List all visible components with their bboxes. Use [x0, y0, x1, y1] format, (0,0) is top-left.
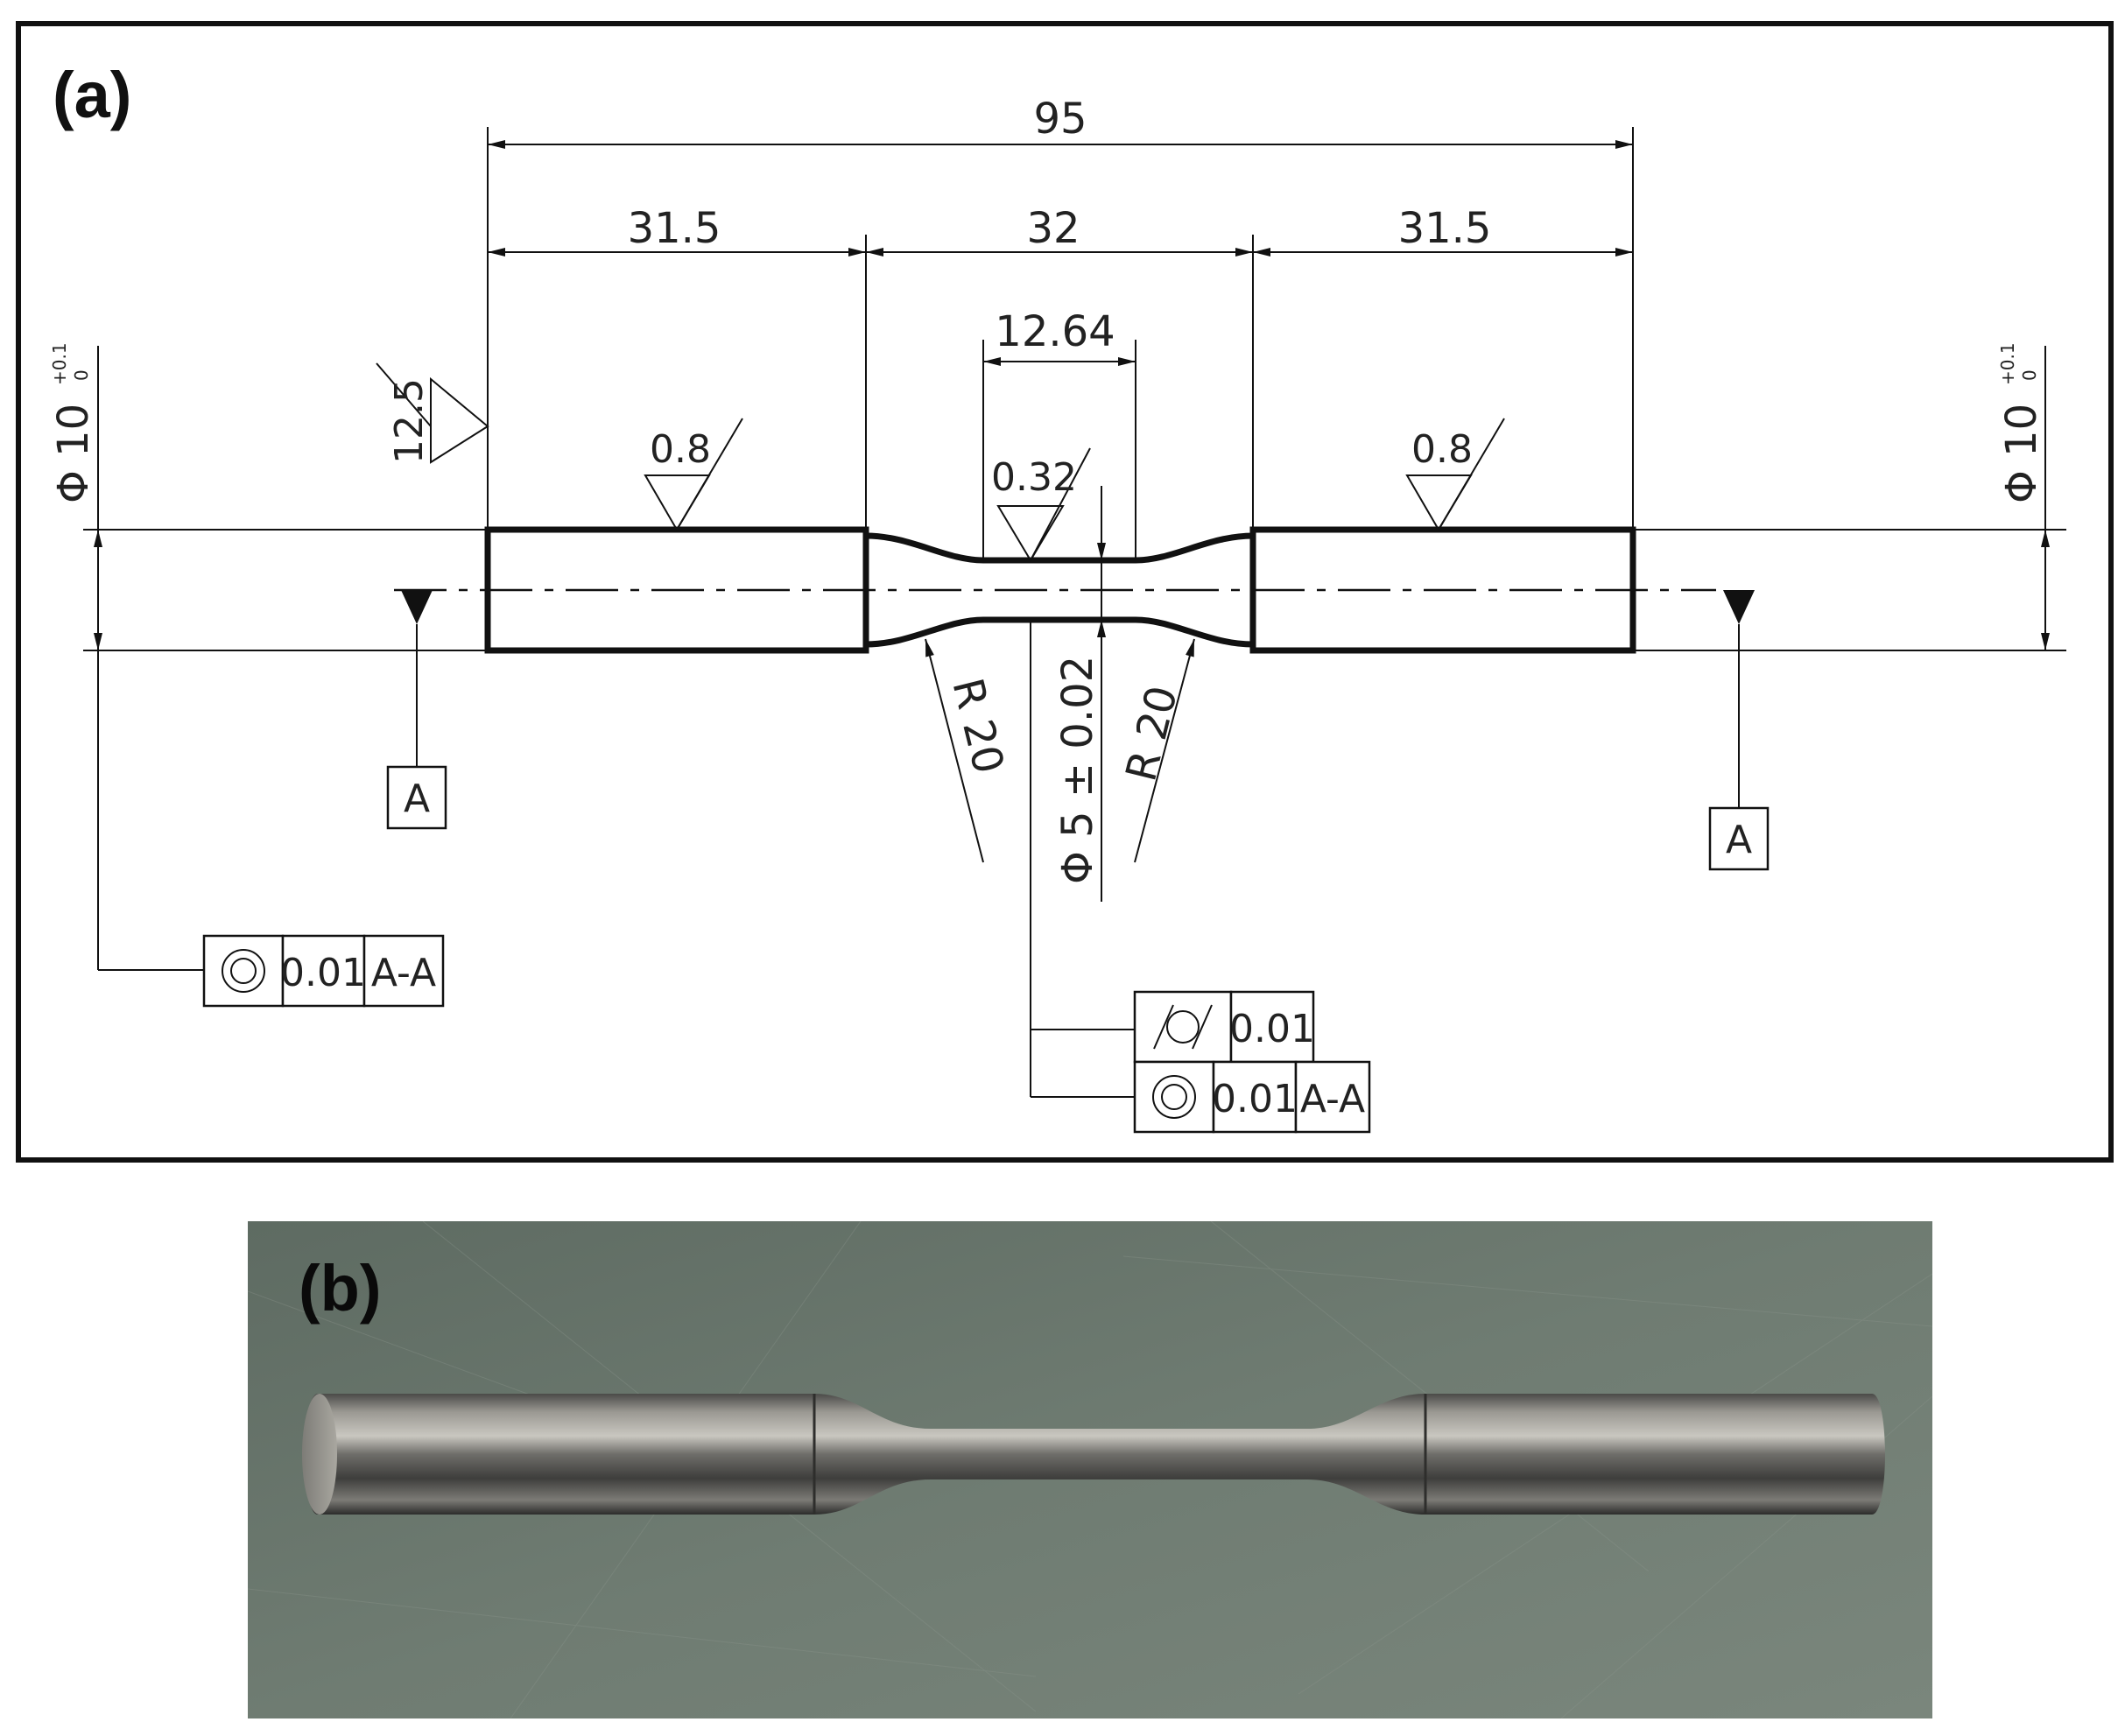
gauge-diameter-dimension: Φ 5 ± 0.02	[1030, 486, 1106, 1097]
left-diameter-tol-lower: 0	[71, 369, 92, 381]
specimen-body	[305, 1394, 1885, 1515]
right-diameter-dimension: Φ 10 +0.1 0	[1633, 342, 2066, 651]
center-concentricity-frame: 0.01 A-A	[1031, 1060, 1371, 1134]
surface-finish-right-text: 0.8	[1411, 427, 1473, 472]
dim-overall-text: 95	[1033, 95, 1087, 144]
surface-finish-gauge: 0.32	[991, 447, 1091, 562]
cylindricity-icon	[1153, 1004, 1213, 1050]
dim-right-grip-text: 31.5	[1398, 204, 1492, 253]
datum-right-text: A	[1726, 818, 1752, 862]
dim-gauge-section-text: 32	[1026, 204, 1080, 253]
datum-left: A	[386, 590, 447, 830]
center-frame-datum: A-A	[1300, 1077, 1365, 1121]
surface-finish-general: 12.5	[376, 362, 489, 464]
right-diameter-text: Φ 10	[1997, 404, 2046, 503]
dim-gauge-length-text: 12.64	[995, 307, 1115, 356]
right-diameter-tol-upper: +0.1	[1997, 342, 2018, 385]
fillet-radius-left-text: R 20	[942, 673, 1013, 778]
concentricity-icon	[222, 949, 265, 993]
gauge-length-dimension: 12.64	[982, 307, 1136, 560]
specimen-photo-image	[248, 1221, 1932, 1718]
cylindricity-value: 0.01	[1229, 1007, 1315, 1051]
surface-finish-left-text: 0.8	[650, 427, 711, 472]
left-diameter-dimension: Φ 10 +0.1 0	[49, 342, 488, 971]
datum-left-text: A	[404, 777, 430, 821]
fillet-radius-left: R 20	[925, 638, 1013, 863]
left-frame-value: 0.01	[280, 951, 366, 995]
fillet-radius-right: R 20	[1116, 638, 1195, 863]
surface-finish-left-grip: 0.8	[644, 418, 743, 531]
segment-dimensions: 31.5 32 31.5	[488, 204, 1633, 530]
specimen-photo: (b)	[248, 1221, 1932, 1718]
left-diameter-text: Φ 10	[49, 404, 98, 503]
gauge-diameter-text: Φ 5 ± 0.02	[1053, 656, 1102, 884]
technical-drawing: 95 31.5 32 31.5 12.64 Φ 10 +0.1 0	[16, 21, 2114, 1163]
surface-finish-right-grip: 0.8	[1405, 418, 1505, 531]
right-diameter-tol-lower: 0	[2019, 369, 2040, 381]
left-frame-datum: A-A	[371, 951, 436, 995]
left-concentricity-frame: 0.01 A-A	[202, 934, 445, 1008]
cylindricity-frame: 0.01	[1031, 990, 1315, 1064]
panel-b-label: (b)	[299, 1252, 382, 1325]
concentricity-icon	[1152, 1075, 1196, 1119]
datum-right: A	[1708, 590, 1770, 871]
center-frame-value: 0.01	[1212, 1077, 1298, 1121]
left-diameter-tol-upper: +0.1	[49, 342, 70, 385]
panel-a-label: (a)	[53, 59, 132, 131]
specimen-end-left	[302, 1394, 337, 1515]
overall-length-dimension: 95	[487, 95, 1634, 530]
surface-finish-general-text: 12.5	[387, 378, 432, 464]
surface-finish-gauge-text: 0.32	[991, 455, 1077, 500]
dim-left-grip-text: 31.5	[628, 204, 721, 253]
drawing-frame	[16, 21, 2114, 1163]
fillet-radius-right-text: R 20	[1116, 681, 1187, 786]
